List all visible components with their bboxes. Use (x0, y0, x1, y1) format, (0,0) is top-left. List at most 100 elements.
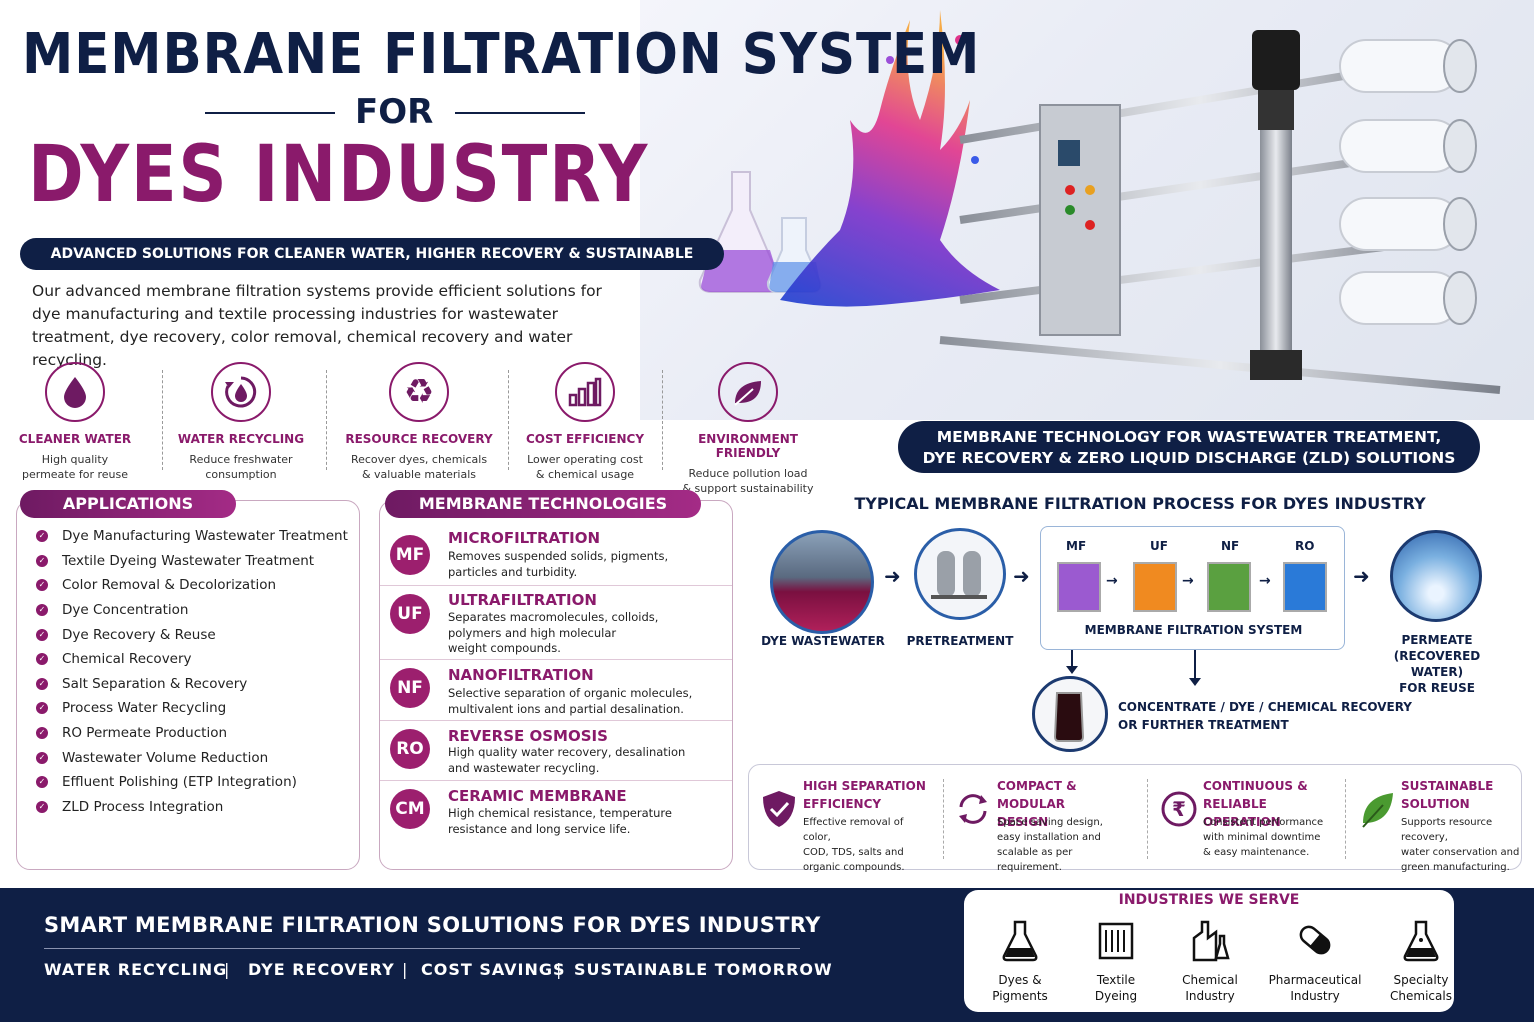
check-icon: ✓ (36, 702, 48, 715)
divider (326, 370, 327, 470)
divider (162, 370, 163, 470)
arrow-right-icon: → (1106, 573, 1118, 589)
permeate-label: PERMEATE(RECOVERED WATER)FOR REUSE (1393, 633, 1481, 695)
arrow-right-icon: ➜ (1013, 564, 1030, 588)
divider (943, 779, 944, 859)
flask-icon (1002, 920, 1038, 962)
tech-name: REVERSE OSMOSIS (448, 727, 608, 745)
list-item: ✓RO Permeate Production (36, 721, 356, 746)
benefit-desc: & chemical usage (535, 468, 635, 481)
list-item: ✓Chemical Recovery (36, 647, 356, 672)
benefit-title: WATER RECYCLING (177, 432, 305, 446)
benefit-title: COST EFFICIENCY (525, 432, 645, 446)
tech-code-badge: MF (390, 535, 430, 575)
divider (455, 112, 585, 114)
list-item: ✓Dye Manufacturing Wastewater Treatment (36, 524, 356, 549)
benefit-desc: Recover dyes, chemicals (350, 453, 488, 466)
beaker-icon (1403, 920, 1439, 962)
concentrate-connector (1066, 650, 1201, 686)
leaf-icon (718, 362, 778, 422)
tech-item-cm: CM CERAMIC MEMBRANE High chemical resist… (380, 781, 732, 841)
mf-module (1057, 562, 1101, 612)
tech-item-mf: MF MICROFILTRATION Removes suspended sol… (380, 525, 732, 586)
industries-panel: INDUSTRIES WE SERVE Dyes &Pigments Texti… (964, 890, 1454, 1012)
divider (1147, 779, 1148, 859)
pretreatment-image (914, 528, 1006, 620)
benefit-desc: permeate for reuse (21, 468, 129, 481)
textile-icon (1098, 922, 1134, 960)
step-label: DYE WASTEWATER (761, 634, 885, 648)
check-icon: ✓ (36, 628, 48, 641)
title-for: FOR (355, 92, 434, 132)
intro-text: Our advanced membrane filtration systems… (32, 282, 602, 369)
footer-title: SMART MEMBRANE FILTRATION SOLUTIONS FOR … (44, 913, 821, 937)
benefit-desc: Reduce freshwater (189, 453, 293, 466)
benefit-resource-recovery: ♻ RESOURCE RECOVERY Recover dyes, chemic… (344, 362, 494, 482)
benefit-title: CLEANER WATER (18, 432, 132, 446)
arrow-right-icon: ➜ (884, 564, 901, 588)
footer-separator: | (402, 960, 408, 979)
tech-name: ULTRAFILTRATION (448, 591, 597, 609)
module-label: UF (1150, 539, 1168, 553)
tech-code-badge: RO (390, 729, 430, 769)
system-label: MEMBRANE FILTRATION SYSTEM (1084, 623, 1303, 637)
tech-item-uf: UF ULTRAFILTRATION Separates macromolecu… (380, 586, 732, 660)
check-icon: ✓ (36, 604, 48, 617)
concentrate-jug-image (1032, 676, 1108, 752)
benefit-title: ENVIRONMENT FRIENDLY (698, 432, 798, 460)
check-icon: ✓ (36, 554, 48, 567)
cycle-arrows-icon (959, 794, 987, 824)
benefit-cost-efficiency: COST EFFICIENCY Lower operating cost & ch… (510, 362, 660, 482)
uf-module (1133, 562, 1177, 612)
module-label: NF (1221, 539, 1240, 553)
footer-separator: | (224, 960, 230, 979)
check-icon: ✓ (36, 579, 48, 592)
benefit-desc: Reduce pollution load (688, 467, 808, 480)
check-icon: ✓ (36, 776, 48, 789)
technologies-panel: MF MICROFILTRATION Removes suspended sol… (379, 500, 733, 870)
industries-title: INDUSTRIES WE SERVE (1118, 892, 1300, 908)
feature-continuous-operation: ₹ CONTINUOUS &RELIABLE OPERATION Consist… (1149, 775, 1345, 865)
leaf-icon (1362, 793, 1393, 828)
list-item: ✓Process Water Recycling (36, 696, 356, 721)
benefit-desc: & support sustainability (682, 482, 814, 495)
tech-item-ro: RO REVERSE OSMOSIS High quality water re… (380, 721, 732, 781)
tech-name: MICROFILTRATION (448, 529, 601, 547)
list-item: ✓Dye Concentration (36, 598, 356, 623)
list-item: ✓Color Removal & Decolorization (36, 573, 356, 598)
membrane-system-box: MF → UF → NF → RO MEMBRANE FILTRATION SY… (1040, 526, 1345, 650)
membrane-plant-illustration (698, 10, 1501, 394)
tech-code-badge: CM (390, 789, 430, 829)
arrow-right-icon: → (1259, 573, 1271, 589)
benefit-desc: Lower operating cost (527, 453, 643, 466)
benefit-environment-friendly: ENVIRONMENT FRIENDLY Reduce pollution lo… (673, 362, 823, 496)
title-for-row: FOR (205, 92, 625, 132)
divider (1345, 779, 1346, 859)
check-icon: ✓ (36, 727, 48, 740)
check-icon: ✓ (36, 751, 48, 764)
svg-text:₹: ₹ (1172, 797, 1186, 821)
list-item: ✓Salt Separation & Recovery (36, 672, 356, 697)
list-item: ✓Dye Recovery & Reuse (36, 622, 356, 647)
check-icon: ✓ (36, 653, 48, 666)
zld-banner: MEMBRANE TECHNOLOGY FOR WASTEWATER TREAT… (898, 421, 1480, 473)
footer-tag: SUSTAINABLE TOMORROW (574, 960, 833, 979)
rupee-icon: ₹ (1161, 791, 1197, 827)
permeate-water-image (1390, 530, 1482, 622)
tech-code-badge: UF (390, 594, 430, 634)
nf-module (1207, 562, 1251, 612)
arrow-right-icon: ➜ (1353, 564, 1370, 588)
benefit-desc: consumption (205, 468, 277, 481)
tagline-banner: ADVANCED SOLUTIONS FOR CLEANER WATER, HI… (20, 238, 724, 294)
list-item: ✓ZLD Process Integration (36, 795, 356, 820)
footer-tag: DYE RECOVERY (248, 960, 395, 979)
water-drop-icon (45, 362, 105, 422)
factory-icon (1192, 920, 1230, 962)
